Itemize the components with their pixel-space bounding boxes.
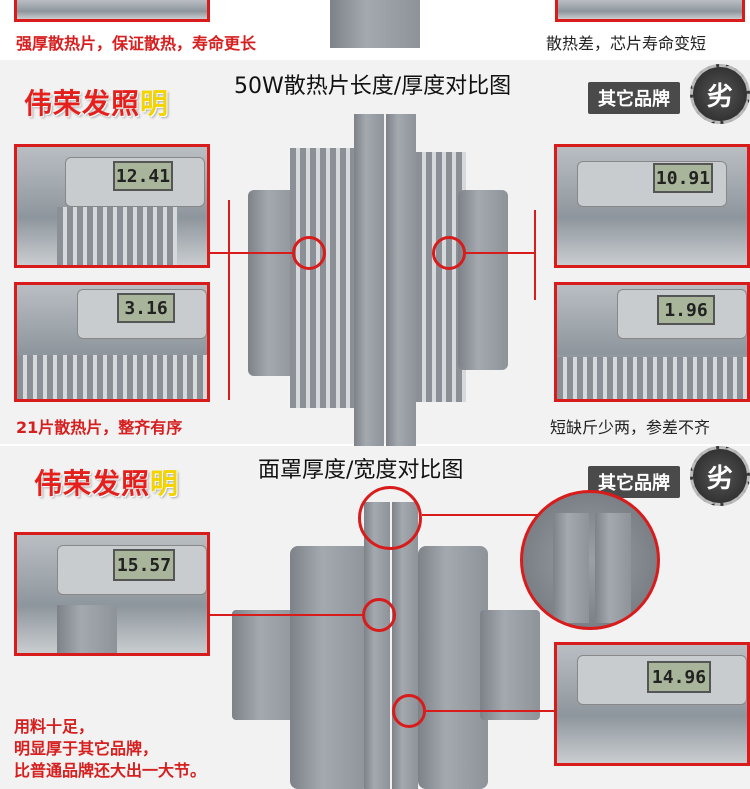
top-right-caption: 散热差，芯片寿命变短 [546,34,707,53]
caliper-reading-right-cover: 14.96 [647,661,711,693]
lamp-mount-left [248,190,298,376]
caliper-reading-left-top: 12.41 [113,161,173,191]
top-left-caption: 强厚散热片，保证散热，寿命更长 [16,34,257,53]
caliper-reading-left-cover: 15.57 [113,549,175,581]
cover-caption: 用料十足， 明显厚于其它品牌， 比普通品牌还大出一大节。 [14,716,206,782]
right-cover-thickness-photo: 14.96 [554,642,750,766]
right-caption: 短缺斤少两，参差不齐 [550,418,711,437]
lamp-cover-right [386,114,416,458]
section-title: 50W散热片长度/厚度对比图 [234,74,512,99]
top-right-photo [555,0,745,22]
left-fin-thickness-photo: 3.16 [14,282,210,402]
cover-caption-line-1: 用料十足， [14,717,95,736]
other-brand-label: 其它品牌 [588,82,680,114]
caliper-reading-right-top: 10.91 [653,163,713,193]
connector-line-left [210,252,292,254]
left-fin-length-photo: 12.41 [14,144,210,268]
left-cover-thickness-photo: 15.57 [14,532,210,656]
lamp-cover-edge-right [392,502,418,789]
connector-line-bottom [426,710,556,712]
connector-line-top [422,514,538,516]
highlight-ring-middle [362,598,396,632]
zoom-circle [520,490,660,630]
lamp-heatsink-right [416,152,466,402]
caliper-reading-left-bottom: 3.16 [117,293,175,323]
highlight-ring-left [292,236,326,270]
section-title-2: 面罩厚度/宽度对比图 [258,458,464,483]
connector-line-right-vert [534,210,536,300]
connector-line-middle [210,614,362,616]
highlight-ring-right [432,236,466,270]
cover-caption-line-3: 比普通品牌还大出一大节。 [14,761,207,780]
highlight-ring-bottom [392,694,426,728]
cover-caption-line-2: 明显厚于其它品牌， [14,739,159,758]
connector-line-right [466,252,536,254]
top-lamp-image [330,0,420,48]
top-strip: 强厚散热片，保证散热，寿命更长 散热差，芯片寿命变短 [0,0,750,58]
top-left-photo [14,0,210,22]
brand-logo-text-2: 伟荣发照明 [34,467,180,500]
lamp-body-left [290,546,370,789]
lamp-body-right [418,546,488,789]
right-fin-length-photo: 10.91 [554,144,750,268]
right-fin-thickness-photo: 1.96 [554,282,750,402]
lamp-bracket-right [480,610,540,720]
brand-logo-text: 伟荣发照明 [24,87,170,120]
inferior-badge-icon-2: 劣 [690,446,750,506]
connector-line-left-vert [228,200,230,400]
caliper-reading-right-bottom: 1.96 [657,295,715,325]
inferior-badge-icon: 劣 [690,64,750,124]
highlight-ring-top [358,486,422,550]
lamp-cover-edge-left [364,502,390,789]
lamp-mount-right [458,190,508,370]
lamp-cover-left [354,114,384,458]
cover-comparison-section: 伟荣发照明 面罩厚度/宽度对比图 其它品牌 劣 15.57 14.96 用料十足… [0,446,750,789]
heatsink-comparison-section: 伟荣发照明 50W散热片长度/厚度对比图 其它品牌 劣 12.41 3.16 2… [0,60,750,458]
left-caption: 21片散热片，整齐有序 [16,418,183,437]
